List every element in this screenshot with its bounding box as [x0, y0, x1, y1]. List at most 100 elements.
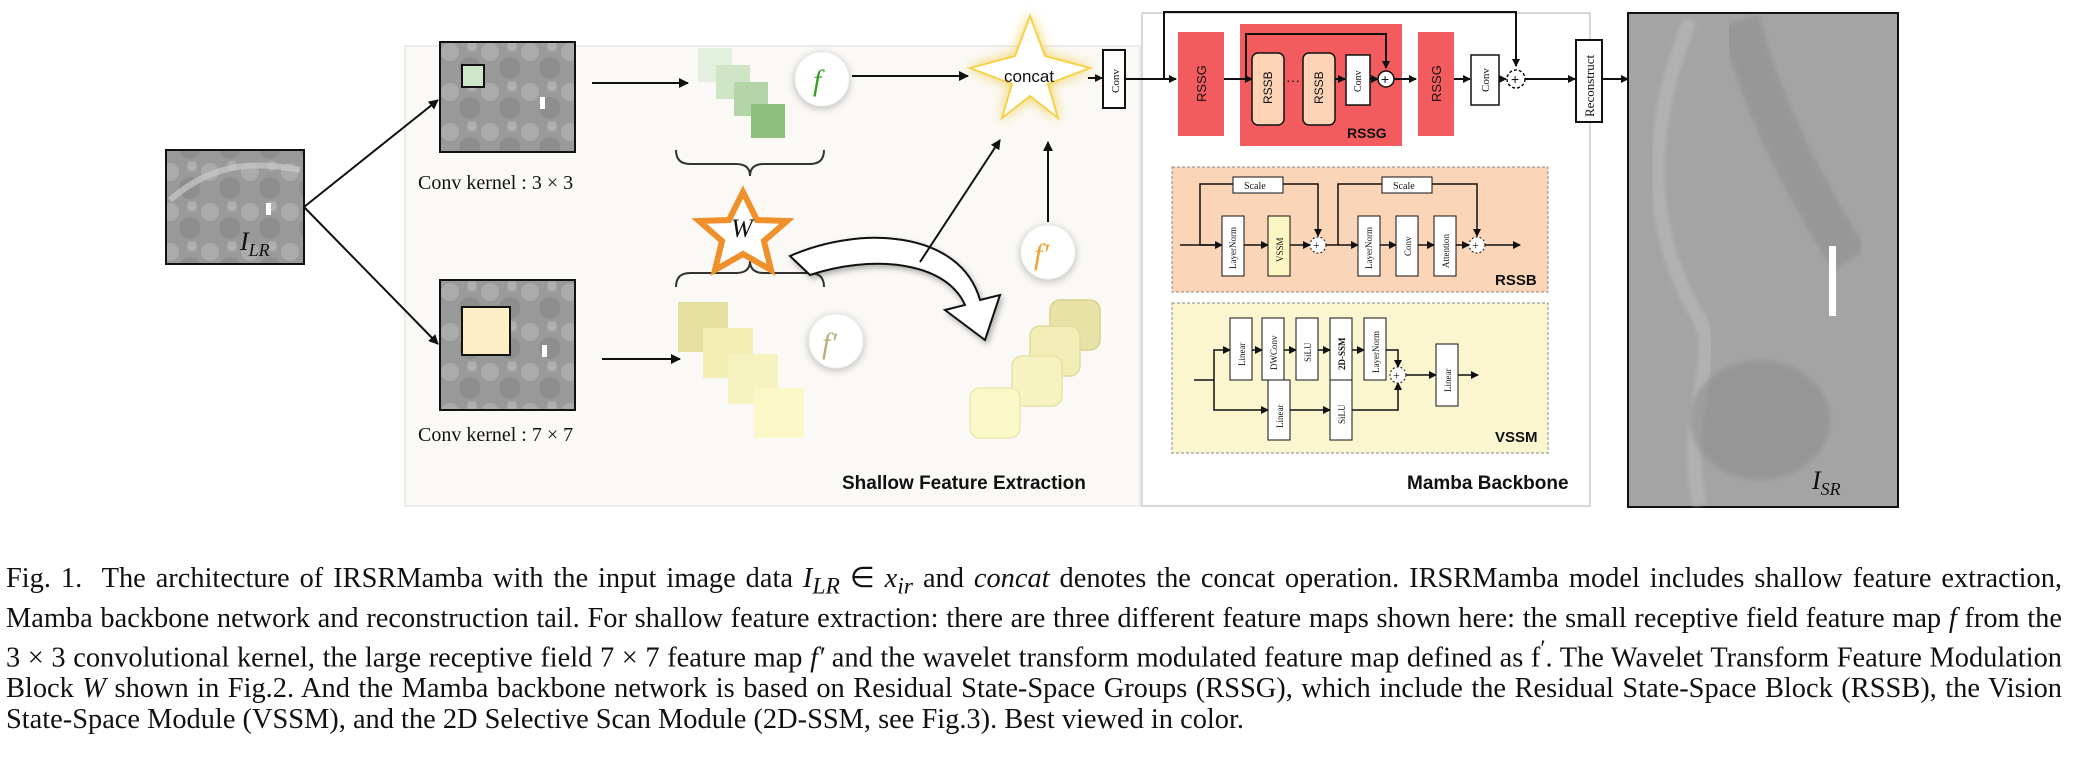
input-image — [165, 149, 305, 265]
backbone-conv-block: Conv — [1102, 49, 1126, 109]
f-prime-symbol-right: f′ — [1034, 238, 1049, 271]
concat-label: concat — [1004, 67, 1054, 86]
caption-text-3: denotes the concat operation. IRSRMamba … — [6, 563, 2062, 634]
svg-text:RSSG: RSSG — [1429, 65, 1444, 102]
wavelet-modulation-icon — [691, 185, 795, 277]
rssb-block-2: RSSB — [1302, 52, 1336, 126]
caption-text-2: and — [913, 563, 974, 594]
svg-text:Linear: Linear — [1275, 405, 1285, 428]
shallow-title: Shallow Feature Extraction — [842, 473, 1086, 494]
caption-concat: concat — [973, 563, 1050, 594]
svg-text:SiLU: SiLU — [1337, 404, 1347, 424]
caption-sym-ilr: ILR — [802, 563, 840, 600]
caption-sym-fprime: f′ — [810, 642, 825, 674]
rssb-detail-title: RSSB — [1495, 272, 1537, 289]
rssb-detail: Scale LayerNorm VSSM + Scale LayerNorm C… — [1180, 176, 1521, 277]
svg-text:Conv: Conv — [1110, 69, 1122, 93]
caption-in-sign: ∈ — [839, 563, 885, 594]
svg-text:+: + — [1313, 238, 1320, 252]
concat-node — [966, 13, 1094, 121]
rssb-dots: ··· — [1286, 72, 1300, 88]
input-to-conv7-arrow — [303, 206, 439, 345]
rssg-group-skip — [1245, 33, 1390, 79]
svg-text:Linear: Linear — [1237, 343, 1247, 366]
rssb-layernorm-2 — [1357, 215, 1381, 277]
architecture-diagram: ILR Conv kernel : 3 × 3 Conv kernel : 7 … — [165, 11, 1899, 508]
svg-text:Conv: Conv — [1403, 236, 1413, 256]
caption-text-4: from the 3 × 3 convolutional kernel, the… — [6, 602, 2062, 674]
svg-text:2D-SSM: 2D-SSM — [1337, 337, 1347, 370]
svg-text:VSSM: VSSM — [1275, 237, 1285, 262]
backbone-title: Mamba Backbone — [1407, 473, 1569, 494]
svg-text:+: + — [1393, 368, 1400, 382]
caption-text-6: . The Wavelet Transform Feature Modulati… — [6, 642, 2062, 705]
caption-fig-number: Fig. 1. — [6, 563, 83, 594]
rssb-scale-1 — [1232, 176, 1284, 194]
modulated-feature-stack — [969, 299, 1101, 439]
f-prime-circle-right — [1020, 224, 1076, 280]
rssg-group-conv: Conv — [1345, 54, 1371, 106]
global-skip-line — [1163, 11, 1520, 79]
rssg-group-plus-sign: + — [1381, 71, 1389, 87]
svg-text:Conv: Conv — [1480, 68, 1492, 92]
rssb-vssm — [1267, 215, 1291, 277]
fprime-to-concat-arrow — [919, 139, 1001, 263]
caption-sym-xir: xir — [884, 563, 913, 600]
caption-text-1: The architecture of IRSRMamba with the i… — [101, 563, 803, 594]
f-prime-symbol-left: f′ — [822, 327, 837, 360]
backbone-plus-sign: + — [1511, 71, 1519, 87]
figure-caption: Fig. 1. The architecture of IRSRMamba wi… — [6, 563, 2062, 735]
svg-text:Linear: Linear — [1443, 369, 1453, 392]
svg-text:LayerNorm: LayerNorm — [1371, 331, 1381, 373]
vssm-silu-1 — [1295, 317, 1319, 381]
w-symbol: W — [731, 214, 755, 243]
svg-text:RSSB: RSSB — [1312, 71, 1326, 104]
svg-text:Attention: Attention — [1441, 234, 1451, 268]
green-feature-stack — [698, 48, 785, 138]
upper-brace — [675, 149, 825, 177]
output-image — [1627, 12, 1899, 508]
input-label: ILR — [239, 227, 270, 260]
svg-text:RSSB: RSSB — [1261, 71, 1275, 104]
svg-text:Scale: Scale — [1244, 181, 1266, 192]
vssm-detail: Linear DWConv SiLU 2D-SSM LayerNorm Line… — [1194, 317, 1479, 441]
rssb-layernorm-1 — [1221, 215, 1245, 277]
svg-text:+: + — [1472, 238, 1479, 252]
vssm-detail-panel — [1171, 302, 1549, 454]
svg-text:LayerNorm: LayerNorm — [1364, 227, 1374, 269]
yellow-feature-stack — [678, 302, 804, 438]
vssm-detail-title: VSSM — [1495, 429, 1538, 446]
f-prime-circle-left — [808, 313, 864, 369]
caption-text-5: and the wavelet transform modulated feat… — [824, 642, 1541, 674]
backbone-conv-block-2: Conv — [1470, 54, 1500, 106]
rssb-scale-2 — [1381, 176, 1433, 194]
conv3-label: Conv kernel : 3 × 3 — [418, 172, 573, 194]
reconstruct-block: Reconstruct — [1575, 39, 1603, 123]
caption-sym-f: f — [1948, 602, 1957, 634]
caption-sym-w: W — [82, 673, 106, 705]
svg-text:Scale: Scale — [1393, 181, 1415, 192]
svg-text:RSSG: RSSG — [1194, 65, 1209, 102]
conv3-image — [439, 41, 576, 153]
rssb-attention — [1433, 215, 1457, 277]
svg-text:DWConv: DWConv — [1269, 335, 1279, 370]
svg-text:Conv: Conv — [1353, 70, 1364, 92]
rssg-block-1: RSSG — [1178, 32, 1224, 136]
rssg-block-2: RSSG — [1418, 32, 1454, 136]
output-label: ISR — [1811, 466, 1841, 499]
conv7-image — [439, 279, 576, 411]
vssm-linear-1 — [1229, 317, 1253, 381]
f-circle — [794, 51, 850, 107]
svg-text:SiLU: SiLU — [1303, 342, 1313, 362]
conv7-label: Conv kernel : 7 × 7 — [418, 424, 573, 446]
input-to-conv3-arrow — [303, 99, 439, 208]
rssb-conv — [1395, 215, 1419, 277]
rssb-block-1: RSSB — [1251, 52, 1285, 126]
rssg-group-label: RSSG — [1347, 125, 1387, 141]
svg-text:Reconstruct: Reconstruct — [1582, 55, 1597, 117]
svg-text:LayerNorm: LayerNorm — [1228, 227, 1238, 269]
caption-text-7: shown in Fig.2. And the Mamba backbone n… — [6, 673, 2062, 736]
caption-sym-fpp: ′ — [1540, 635, 1546, 662]
vssm-layernorm — [1363, 317, 1387, 381]
modulation-curve-arrow — [788, 236, 1002, 342]
